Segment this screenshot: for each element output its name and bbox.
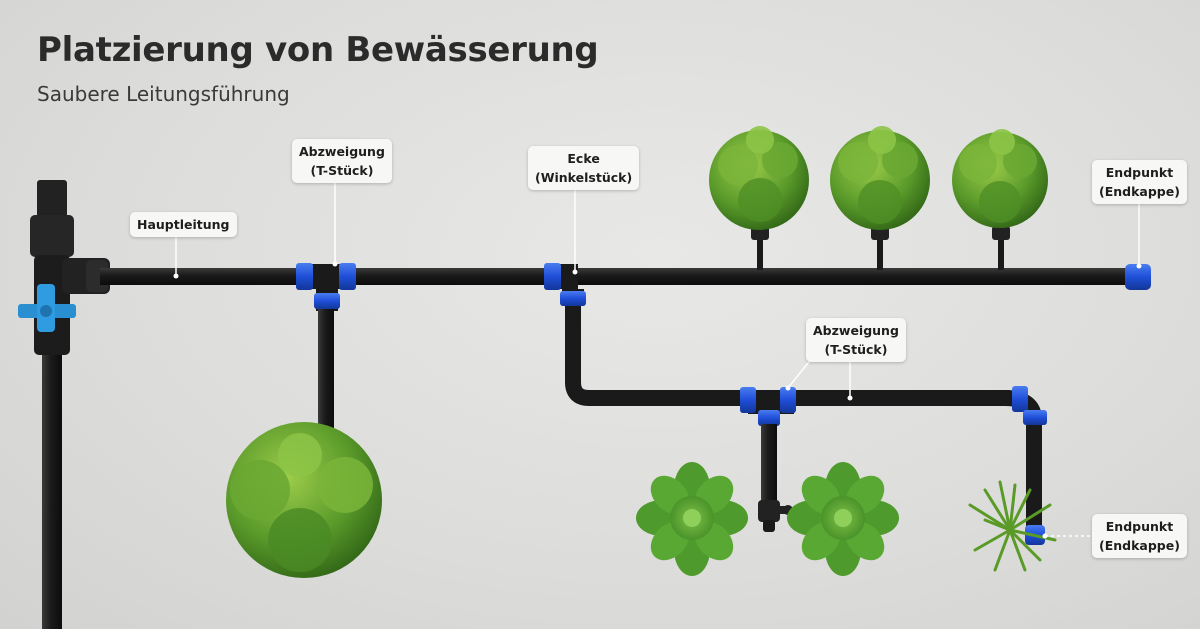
end-cap-top <box>1125 264 1151 290</box>
plant-icon <box>787 462 899 576</box>
plant-icon <box>636 462 748 576</box>
plant-icon <box>968 480 1057 572</box>
drip-emitters <box>751 226 1010 270</box>
corner-elbow <box>544 263 1010 406</box>
plant-icon <box>830 126 930 230</box>
page-subtitle: Saubere Leitungsführung <box>37 82 290 106</box>
lower-right-elbow <box>1004 386 1047 545</box>
label-branch-top: Abzweigung (T-Stück) <box>292 139 392 183</box>
label-branch-lower: Abzweigung (T-Stück) <box>806 318 906 362</box>
label-branch-top-line1: Abzweigung <box>299 144 385 159</box>
label-corner-line2: (Winkelstück) <box>535 170 633 185</box>
callout-dots <box>173 261 1142 539</box>
label-endpoint-top: Endpunkt (Endkappe) <box>1092 160 1187 204</box>
label-corner: Ecke (Winkelstück) <box>528 146 640 190</box>
label-endpoint-top-line1: Endpunkt <box>1105 165 1174 180</box>
label-branch-lower-line2: (T-Stück) <box>824 342 888 357</box>
label-endpoint-top-line2: (Endkappe) <box>1099 184 1180 199</box>
plant-icon <box>709 126 809 230</box>
callout-lines <box>175 180 1140 537</box>
page-title: Platzierung von Bewässerung <box>37 30 599 70</box>
plant-icon <box>226 422 382 578</box>
label-endpoint-lower: Endpunkt (Endkappe) <box>1092 514 1187 558</box>
label-endpoint-lower-line2: (Endkappe) <box>1099 538 1180 553</box>
label-main-line-text: Hauptleitung <box>137 217 230 232</box>
label-corner-line1: Ecke <box>567 151 600 166</box>
label-branch-lower-line1: Abzweigung <box>813 323 899 338</box>
label-endpoint-lower-line1: Endpunkt <box>1105 519 1174 534</box>
label-main-line: Hauptleitung <box>130 212 237 237</box>
main-supply-pipe <box>30 180 74 629</box>
ball-valve-icon <box>18 284 76 332</box>
plant-icon <box>952 129 1048 228</box>
label-branch-top-line2: (T-Stück) <box>310 163 374 178</box>
main-line-pipe <box>100 268 1140 285</box>
branch-tee-lower <box>740 387 796 532</box>
